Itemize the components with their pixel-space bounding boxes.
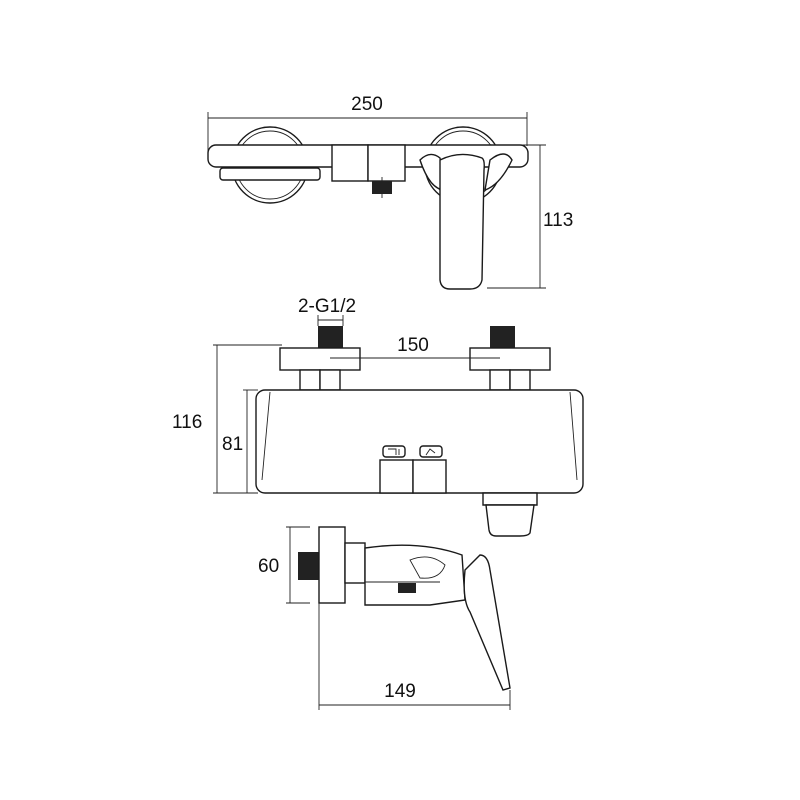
right-escutcheon-front xyxy=(469,347,551,371)
dimension-150: 150 xyxy=(397,335,429,356)
union-nut xyxy=(344,542,366,584)
left-inlet-thread xyxy=(318,326,343,348)
shower-diverter-icon xyxy=(382,445,406,458)
spout-front xyxy=(482,492,538,506)
mixer-body-side xyxy=(364,544,466,606)
front-view: 2-G1/2 150 116 81 xyxy=(172,296,584,537)
top-view: 250 113 xyxy=(207,94,573,290)
diverter-button-left xyxy=(379,459,414,494)
right-inlet-thread xyxy=(490,326,515,348)
dimension-60: 60 xyxy=(258,556,279,577)
dimension-2-g1-2: 2-G1/2 xyxy=(298,296,356,317)
left-escutcheon-front xyxy=(279,347,361,371)
dimension-250: 250 xyxy=(351,94,383,115)
diverter-button-right xyxy=(412,459,447,494)
wall-plate xyxy=(318,526,346,604)
shelf xyxy=(219,167,321,181)
dimension-116: 116 xyxy=(172,412,202,433)
dimension-81: 81 xyxy=(222,434,243,455)
dimension-113: 113 xyxy=(543,210,573,231)
button-housing-right xyxy=(367,144,406,182)
button-housing-left xyxy=(331,144,369,182)
spout-diverter-icon xyxy=(419,445,443,458)
side-view: 60 149 xyxy=(258,526,511,710)
lever-handle xyxy=(439,153,485,290)
lever-side xyxy=(463,554,511,691)
dimension-149: 149 xyxy=(384,681,416,702)
side-inlet-thread xyxy=(298,552,319,580)
